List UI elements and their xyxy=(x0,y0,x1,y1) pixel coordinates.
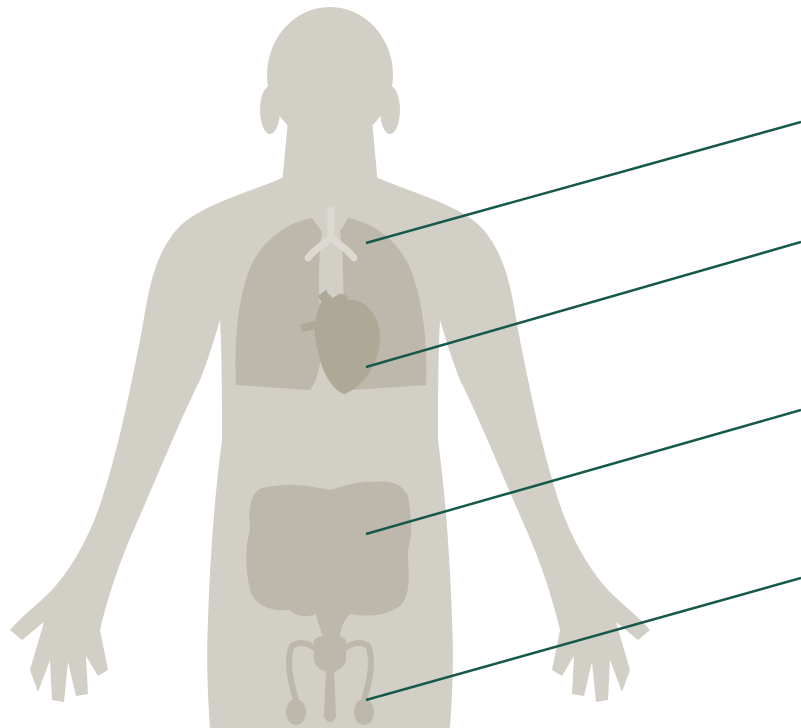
left-ear xyxy=(260,86,280,134)
lungs-leader-line xyxy=(366,122,801,243)
right-ear xyxy=(380,86,400,134)
neck xyxy=(282,120,378,185)
